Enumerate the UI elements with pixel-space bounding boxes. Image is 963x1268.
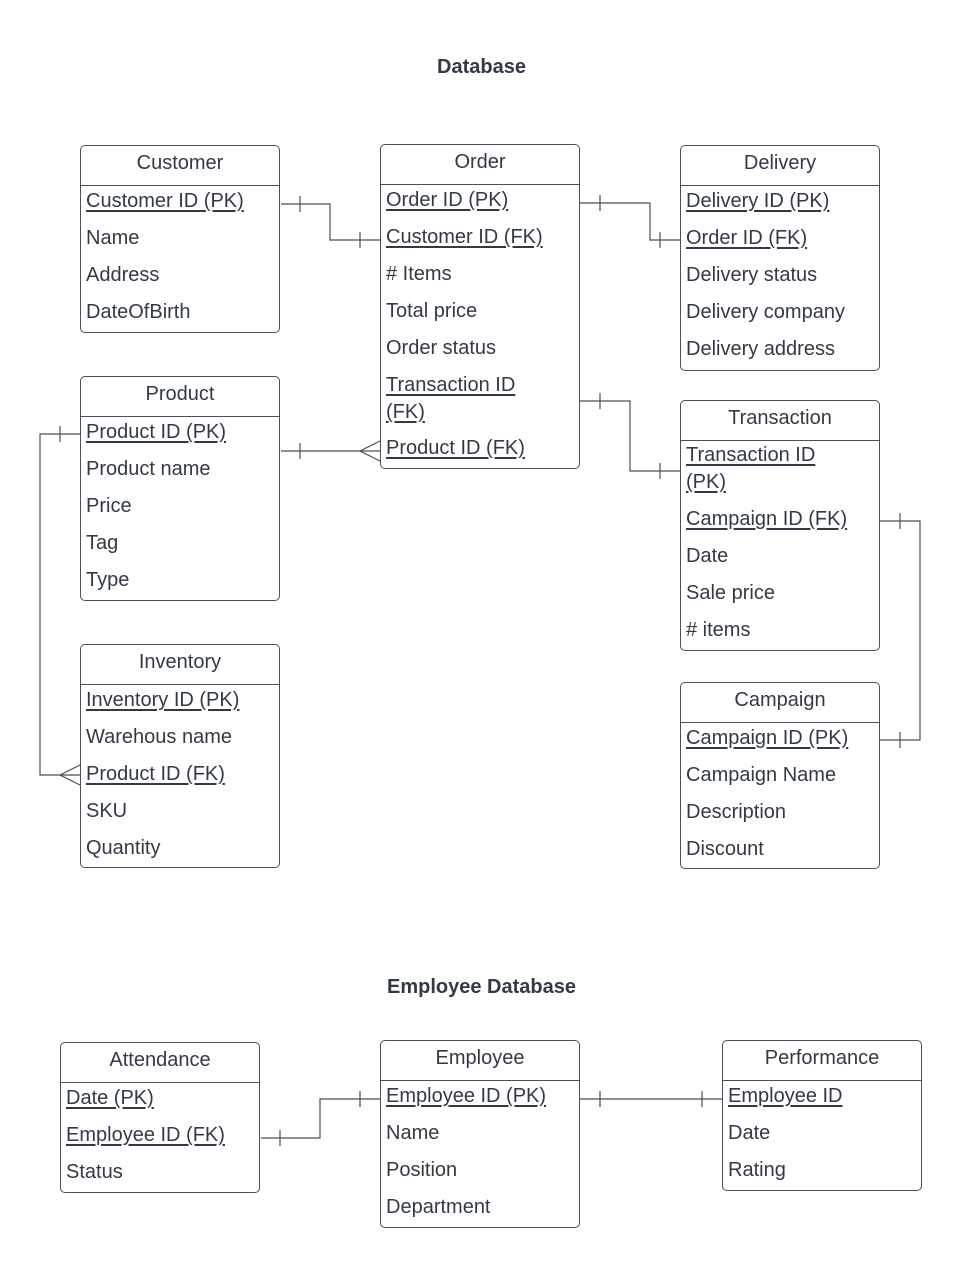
attr-employee-department: Department	[386, 1196, 491, 1218]
attr-employee-id: Employee ID (PK)	[386, 1085, 547, 1107]
entity-transaction[interactable]: Transaction Transaction ID (PK) Campaign…	[680, 400, 880, 651]
attr-customer-address: Address	[86, 264, 160, 286]
entity-customer[interactable]: Customer Customer ID (PK) Name Address D…	[80, 145, 280, 333]
connector-order-transaction	[580, 400, 680, 472]
attr-attendance-status: Status	[66, 1161, 123, 1183]
entity-inventory[interactable]: Inventory Inventory ID (PK) Warehous nam…	[80, 644, 280, 868]
attr-inventory-id: Inventory ID (PK)	[86, 689, 240, 711]
attr-campaign-description: Description	[686, 801, 787, 823]
attr-transaction-id: Transaction ID	[686, 444, 816, 466]
database-title: Database	[437, 56, 526, 78]
entity-order-title: Order	[381, 145, 579, 185]
attr-delivery-company: Delivery company	[686, 301, 845, 323]
attr-product-tag: Tag	[86, 532, 119, 554]
attr-employee-position: Position	[386, 1159, 458, 1181]
attr-inventory-warehouse: Warehous name	[86, 726, 232, 748]
attr-product-name: Product name	[86, 458, 211, 480]
entity-delivery-title: Delivery	[681, 146, 879, 186]
entity-order[interactable]: Order Order ID (PK) Customer ID (FK) # I…	[380, 144, 580, 469]
attr-order-id: Order ID (PK)	[386, 189, 509, 211]
connector-order-delivery	[580, 202, 680, 241]
entity-employee[interactable]: Employee Employee ID (PK) Name Position …	[380, 1040, 580, 1228]
attr-delivery-status: Delivery status	[686, 264, 818, 286]
attr-transaction-items: # items	[686, 619, 751, 641]
entity-campaign[interactable]: Campaign Campaign ID (PK) Campaign Name …	[680, 682, 880, 869]
crowfoot-order-many	[358, 440, 381, 462]
attr-transaction-campaign-id: Campaign ID (FK)	[686, 508, 848, 530]
attr-delivery-order-id: Order ID (FK)	[686, 227, 808, 249]
attr-product-id: Product ID (PK)	[86, 421, 227, 443]
attr-order-transaction-id: Transaction ID	[386, 374, 516, 396]
attr-transaction-date: Date	[686, 545, 729, 567]
entity-campaign-title: Campaign	[681, 683, 879, 723]
attr-inventory-sku: SKU	[86, 800, 128, 822]
attr-transaction-id-pk: (PK)	[686, 471, 726, 493]
attr-attendance-employee-id: Employee ID (FK)	[66, 1124, 225, 1146]
attr-campaign-id: Campaign ID (PK)	[686, 727, 849, 749]
attr-performance-rating: Rating	[728, 1159, 786, 1181]
attr-order-customer-id: Customer ID (FK)	[386, 226, 543, 248]
attr-order-total-price: Total price	[386, 300, 478, 322]
attr-performance-date: Date	[728, 1122, 771, 1144]
attr-customer-name: Name	[86, 227, 140, 249]
attr-product-price: Price	[86, 495, 132, 517]
attr-customer-dob: DateOfBirth	[86, 301, 191, 323]
attr-inventory-quantity: Quantity	[86, 837, 161, 859]
entity-performance-title: Performance	[723, 1041, 921, 1081]
employee-database-title: Employee Database	[387, 976, 576, 998]
entity-delivery[interactable]: Delivery Delivery ID (PK) Order ID (FK) …	[680, 145, 880, 371]
entity-attendance[interactable]: Attendance Date (PK) Employee ID (FK) St…	[60, 1042, 260, 1193]
crowfoot-inventory-many	[58, 764, 81, 786]
connector-transaction-campaign	[880, 520, 921, 741]
entity-product-title: Product	[81, 377, 279, 417]
connector-customer-order	[281, 203, 380, 241]
connector-attendance-employee	[261, 1098, 380, 1139]
attr-campaign-name: Campaign Name	[686, 764, 837, 786]
entity-product[interactable]: Product Product ID (PK) Product name Pri…	[80, 376, 280, 601]
entity-inventory-title: Inventory	[81, 645, 279, 685]
attr-performance-employee-id: Employee ID	[728, 1085, 843, 1107]
attr-order-status: Order status	[386, 337, 497, 359]
attr-delivery-address: Delivery address	[686, 338, 835, 360]
attr-product-type: Type	[86, 569, 130, 591]
attr-inventory-product-id: Product ID (FK)	[86, 763, 225, 785]
attr-order-items: # Items	[386, 263, 452, 285]
attr-order-product-id: Product ID (FK)	[386, 437, 525, 459]
entity-transaction-title: Transaction	[681, 401, 879, 441]
attr-customer-id: Customer ID (PK)	[86, 190, 244, 212]
connector-product-inventory	[39, 433, 80, 776]
entity-customer-title: Customer	[81, 146, 279, 186]
attr-order-transaction-id-fk: (FK)	[386, 401, 425, 423]
attr-employee-name: Name	[386, 1122, 440, 1144]
attr-attendance-date: Date (PK)	[66, 1087, 154, 1109]
entity-attendance-title: Attendance	[61, 1043, 259, 1083]
attr-delivery-id: Delivery ID (PK)	[686, 190, 830, 212]
entity-performance[interactable]: Performance Employee ID Date Rating	[722, 1040, 922, 1191]
entity-employee-title: Employee	[381, 1041, 579, 1081]
attr-campaign-discount: Discount	[686, 838, 764, 860]
attr-transaction-sale-price: Sale price	[686, 582, 775, 604]
